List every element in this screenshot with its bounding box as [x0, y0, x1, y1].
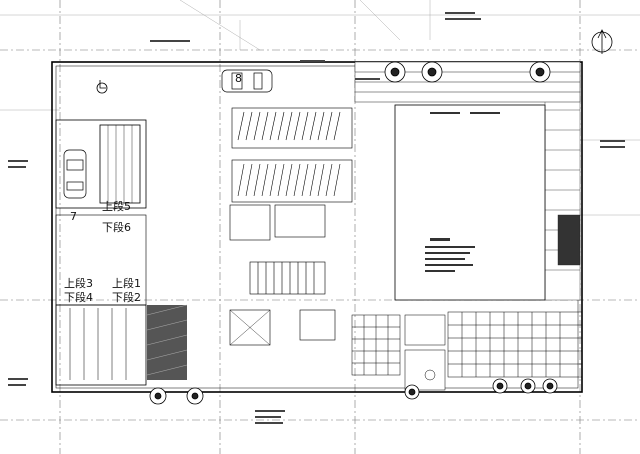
stair-core: [229, 204, 336, 346]
bicycle-rack-upper: [231, 107, 353, 149]
bicycle-rack-lower: [231, 159, 353, 203]
annotation-marks: [8, 12, 625, 424]
parking-label-7: 7: [70, 210, 77, 223]
hall-texts: [425, 112, 500, 272]
tree-icons: [149, 61, 558, 405]
parking-label-lower-4: 下段4: [64, 290, 93, 304]
parking-label-upper-3: 上段3: [64, 276, 93, 290]
parking-label-8: 8: [235, 72, 242, 85]
planter-strip: [544, 69, 581, 301]
parking-area: [55, 119, 147, 386]
car-icon: [63, 149, 87, 199]
car-top-icon: [221, 69, 273, 93]
lower-right-rooms: [351, 311, 583, 391]
north-arrow-icon: [591, 29, 613, 54]
parking-label-upper-5: 上段5: [102, 199, 131, 213]
parking-label-lower-2: 下段2: [112, 290, 141, 304]
hatched-block: [146, 304, 188, 380]
parking-label-lower-6: 下段6: [102, 220, 131, 234]
thin-guide-lines: [0, 0, 640, 216]
main-hall: [394, 104, 546, 301]
parking-label-upper-1: 上段1: [112, 276, 141, 290]
wheelchair-icon: [96, 80, 108, 94]
